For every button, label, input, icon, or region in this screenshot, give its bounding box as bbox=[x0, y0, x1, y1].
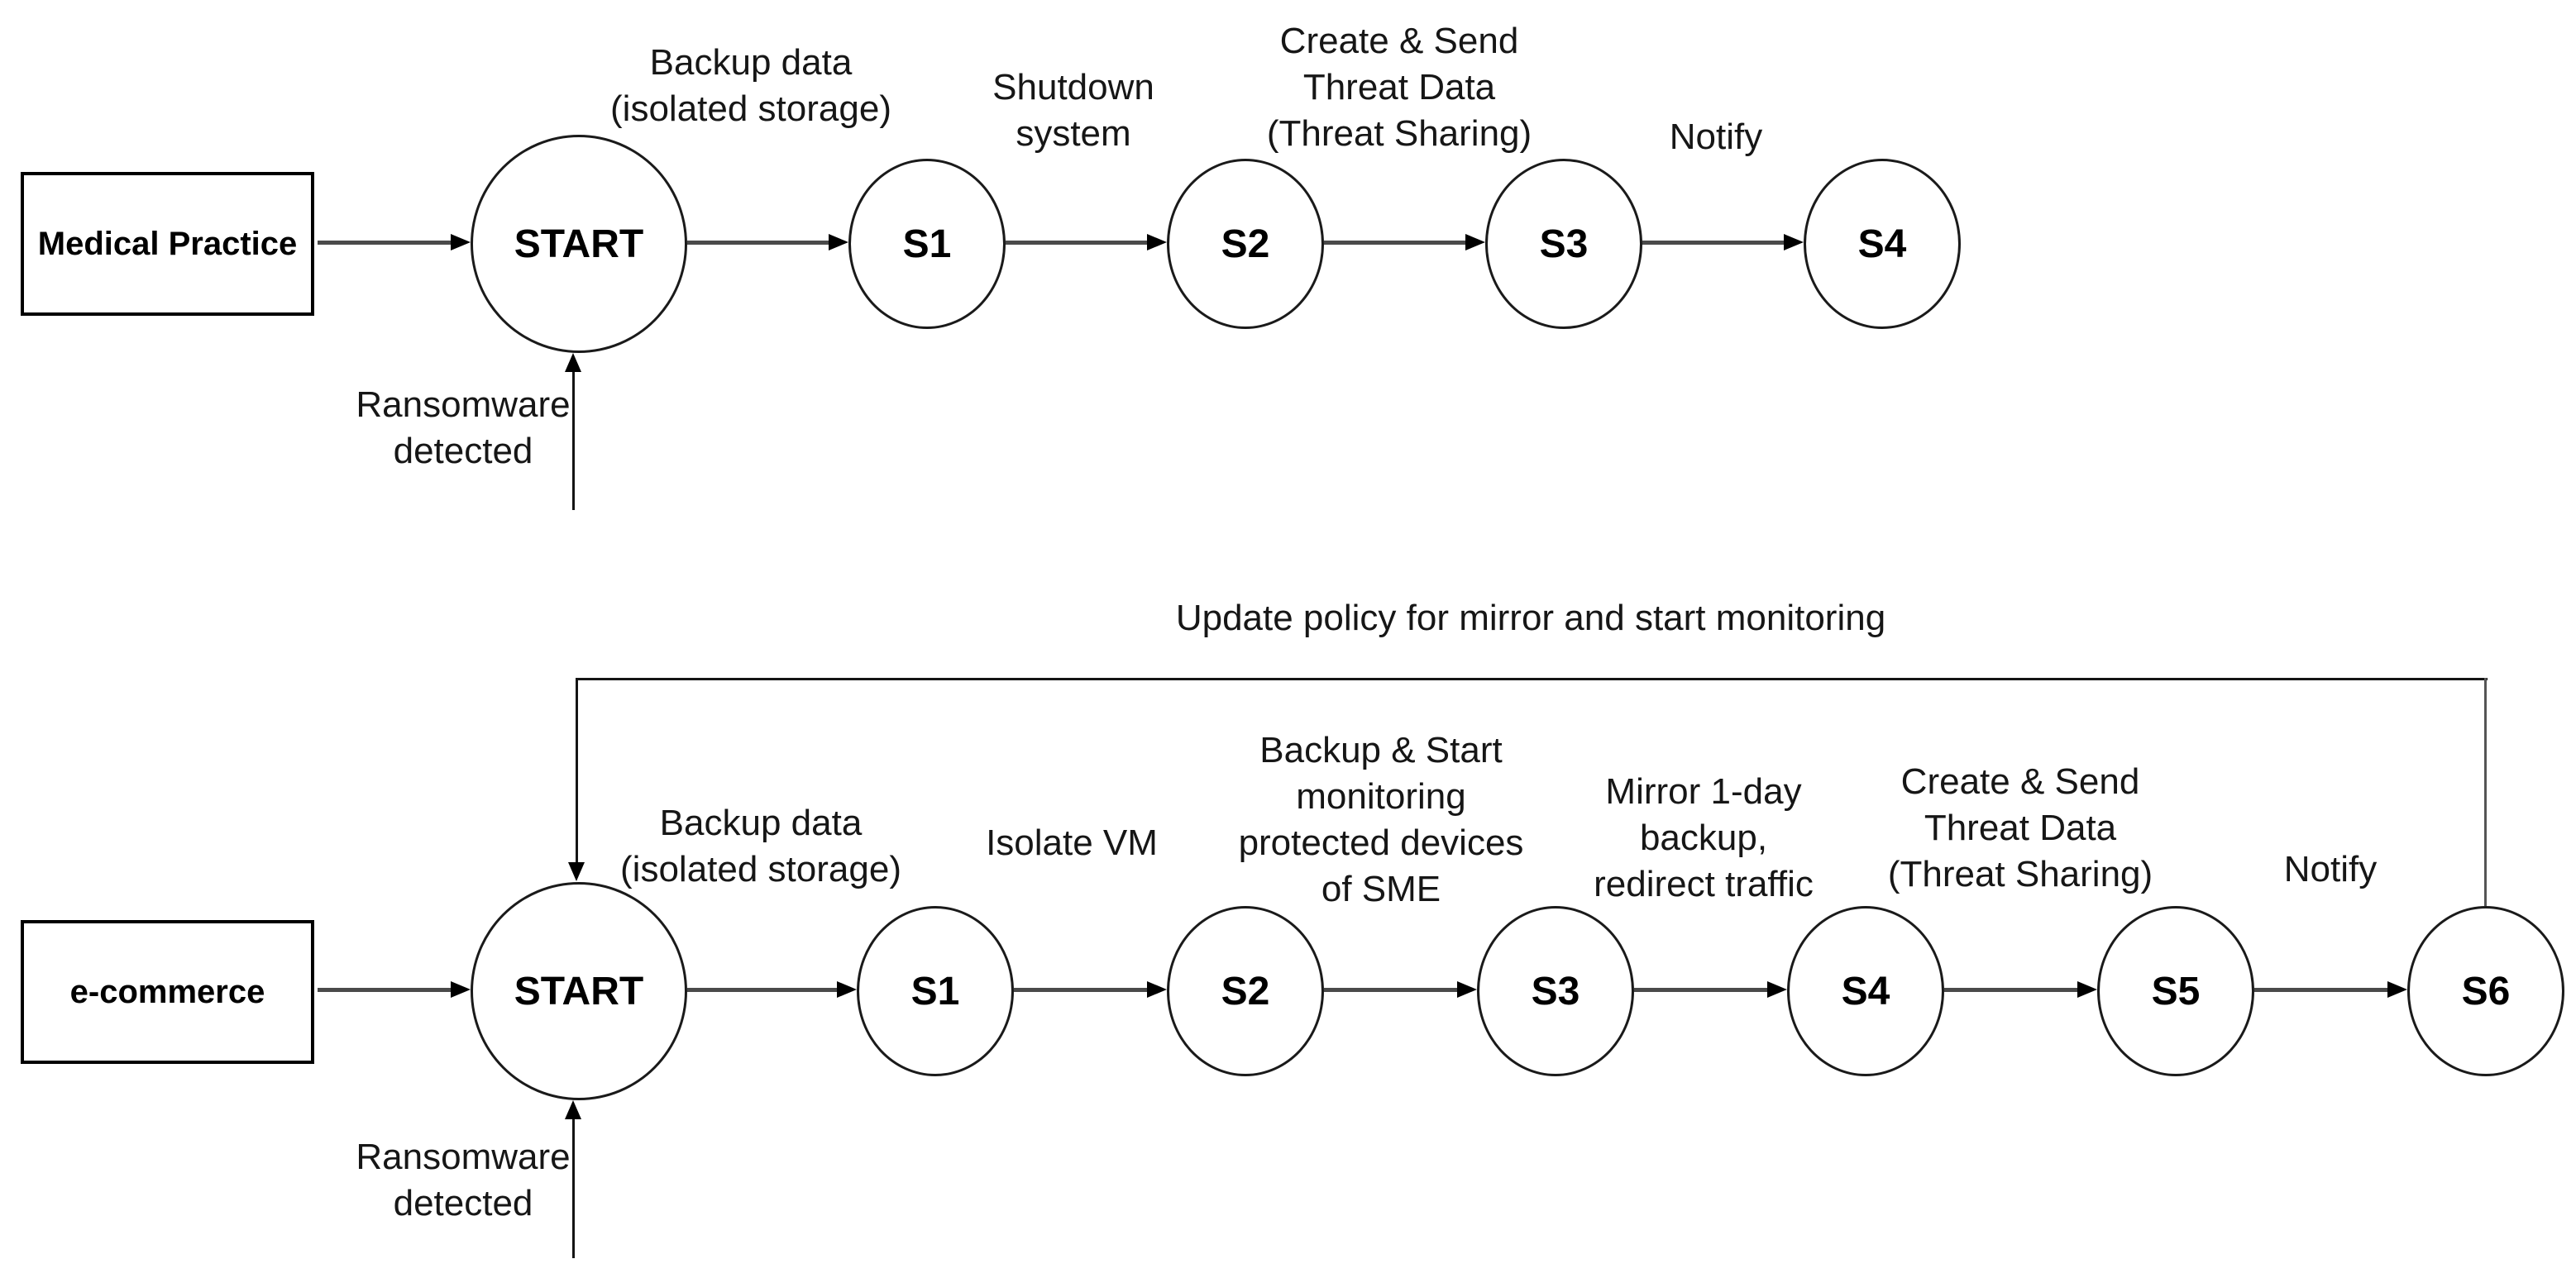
top-state-s3-label: S3 bbox=[1539, 222, 1589, 266]
top-transition-backup-data: Backup data (isolated storage) bbox=[610, 42, 891, 129]
bottom-transition-mirror-backup: Mirror 1-day backup, redirect traffic bbox=[1594, 771, 1814, 904]
arrowhead-bottom-s1-s2 bbox=[1147, 981, 1167, 998]
top-event-arrowhead bbox=[565, 353, 581, 372]
connector-top-s2-s3 bbox=[1324, 241, 1465, 245]
arrowhead-top-start-s1 bbox=[829, 234, 848, 250]
bottom-state-s1-label: S1 bbox=[910, 969, 960, 1013]
connector-bottom-s2-s3 bbox=[1324, 988, 1457, 992]
connector-top-s1-s2 bbox=[1006, 241, 1147, 245]
top-event-ransomware-detected: Ransomware detected bbox=[356, 384, 571, 471]
bottom-state-s3-label: S3 bbox=[1531, 969, 1580, 1013]
connector-top-s3-s4 bbox=[1642, 241, 1784, 245]
bottom-state-start-label: START bbox=[514, 969, 644, 1013]
top-state-s4-label: S4 bbox=[1857, 222, 1907, 266]
top-state-start-label: START bbox=[514, 222, 644, 266]
bottom-event-ransomware-detected: Ransomware detected bbox=[356, 1137, 571, 1223]
bottom-state-s6: S6 bbox=[2407, 906, 2564, 1076]
connector-bottom-s4-s5 bbox=[1944, 988, 2077, 992]
top-state-s1: S1 bbox=[848, 159, 1006, 329]
bottom-transition-isolate-vm: Isolate VM bbox=[986, 823, 1158, 863]
feedback-label-update-policy: Update policy for mirror and start monit… bbox=[1175, 598, 1886, 638]
arrowhead-top-s2-s3 bbox=[1465, 234, 1485, 250]
connector-bottom-s5-s6 bbox=[2254, 988, 2387, 992]
connector-ecommerce-to-start bbox=[318, 988, 451, 992]
medical-practice-label: Medical Practice bbox=[37, 225, 298, 262]
top-state-s2: S2 bbox=[1167, 159, 1324, 329]
ecommerce-label: e-commerce bbox=[69, 973, 265, 1010]
top-state-start: START bbox=[471, 135, 687, 353]
ecommerce-box: e-commerce bbox=[21, 920, 314, 1064]
connector-bottom-s3-s4 bbox=[1634, 988, 1767, 992]
medical-practice-box: Medical Practice bbox=[21, 172, 314, 316]
arrowhead-bottom-start-s1 bbox=[837, 981, 857, 998]
bottom-event-arrow-line bbox=[572, 1119, 575, 1258]
connector-bottom-start-s1 bbox=[687, 988, 837, 992]
arrowhead-bottom-s5-s6 bbox=[2387, 981, 2407, 998]
top-state-s1-label: S1 bbox=[902, 222, 952, 266]
bottom-transition-create-send-threat-data: Create & Send Threat Data (Threat Sharin… bbox=[1887, 761, 2153, 894]
bottom-transition-backup-data: Backup data (isolated storage) bbox=[620, 803, 901, 889]
arrowhead-top-s1-s2 bbox=[1147, 234, 1167, 250]
top-transition-create-send-threat-data: Create & Send Threat Data (Threat Sharin… bbox=[1266, 21, 1532, 154]
connector-top-start-s1 bbox=[687, 241, 829, 245]
bottom-state-s2: S2 bbox=[1167, 906, 1324, 1076]
bottom-transition-notify: Notify bbox=[2283, 849, 2378, 889]
feedback-line-left-segment bbox=[576, 678, 578, 862]
arrowhead-bottom-s3-s4 bbox=[1767, 981, 1787, 998]
arrowhead-top-s3-s4 bbox=[1784, 234, 1804, 250]
arrowhead-ecommerce-to-start bbox=[451, 981, 471, 998]
top-transition-shutdown-system: Shutdown system bbox=[992, 67, 1154, 154]
top-state-s4: S4 bbox=[1804, 159, 1961, 329]
bottom-state-s5: S5 bbox=[2097, 906, 2254, 1076]
top-state-s2-label: S2 bbox=[1221, 222, 1270, 266]
bottom-state-start: START bbox=[471, 882, 687, 1100]
arrowhead-bottom-s2-s3 bbox=[1457, 981, 1477, 998]
bottom-state-s5-label: S5 bbox=[2151, 969, 2201, 1013]
connector-medical-to-start bbox=[318, 241, 451, 245]
feedback-line-top-segment bbox=[576, 678, 2488, 680]
top-state-s3: S3 bbox=[1485, 159, 1642, 329]
bottom-state-s1: S1 bbox=[857, 906, 1014, 1076]
bottom-event-arrowhead bbox=[565, 1100, 581, 1119]
top-transition-notify: Notify bbox=[1669, 117, 1763, 157]
bottom-state-s2-label: S2 bbox=[1221, 969, 1270, 1013]
top-event-arrow-line bbox=[572, 372, 575, 510]
feedback-line-right-segment bbox=[2484, 678, 2487, 906]
bottom-transition-backup-start-monitoring: Backup & Start monitoring protected devi… bbox=[1238, 730, 1524, 909]
bottom-state-s4-label: S4 bbox=[1841, 969, 1890, 1013]
arrowhead-bottom-s4-s5 bbox=[2077, 981, 2097, 998]
connector-bottom-s1-s2 bbox=[1014, 988, 1147, 992]
bottom-state-s3: S3 bbox=[1477, 906, 1634, 1076]
bottom-state-s6-label: S6 bbox=[2461, 969, 2511, 1013]
feedback-arrowhead-into-start bbox=[568, 862, 585, 881]
bottom-state-s4: S4 bbox=[1787, 906, 1944, 1076]
arrowhead-medical-to-start bbox=[451, 234, 471, 250]
